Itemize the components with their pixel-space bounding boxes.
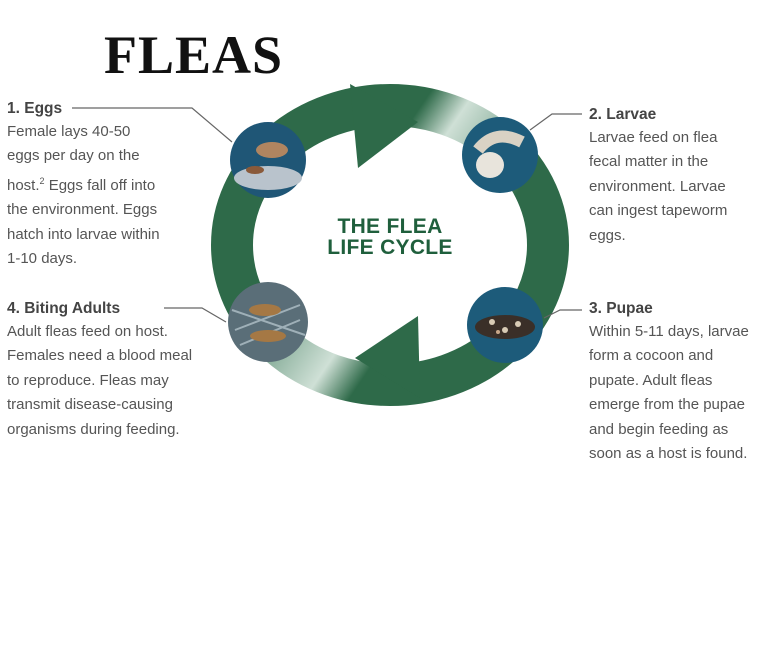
stage-heading: 1. Eggs [7, 100, 63, 117]
stage-larvae: 2. Larvae Larvae feed on flea fecal matt… [589, 104, 727, 248]
larvae-image [462, 117, 538, 193]
stage-text-line: soon as a host is found. [589, 445, 748, 463]
stage-text-line: organisms during feeding. [7, 420, 180, 438]
larvae-leader-line [529, 113, 582, 131]
stage-text-line: to reproduce. Fleas may [7, 371, 169, 389]
stage-biting-adults: 4. Biting Adults Adult fleas feed on hos… [7, 298, 192, 442]
center-title-line2: LIFE CYCLE [327, 236, 453, 259]
adults-leader-line [164, 307, 227, 323]
arrowhead-top [350, 84, 418, 168]
page-title: FLEAS [104, 25, 284, 85]
stage-text-line: Females need a blood meal [7, 347, 193, 365]
stage-heading: 4. Biting Adults [7, 300, 121, 317]
stage-text-line: Within 5-11 days, larvae [589, 323, 749, 340]
stage-text-line: emerge from the pupae [589, 396, 745, 414]
stage-text-line: pupate. Adult fleas [589, 371, 713, 389]
pupae-image [467, 287, 543, 363]
text-rest: Eggs fall off into [44, 176, 156, 194]
stage-text-line: Larvae feed on flea [589, 129, 718, 146]
stage-text-line: hatch into larvae within [7, 225, 160, 243]
stage-text-line: environment. Larvae [589, 177, 726, 195]
adults-image [228, 282, 308, 362]
stage-text-line: the environment. Eggs [7, 201, 158, 219]
text-host: host. [7, 176, 40, 194]
eggs-image [230, 122, 306, 198]
diagram-center-title: THE FLEA LIFE CYCLE [290, 216, 490, 258]
center-title-line1: THE FLEA [337, 215, 443, 238]
eggs-leader-line [72, 107, 233, 143]
stage-text-line: 1-10 days. [7, 250, 78, 268]
stage-text-line: fecal matter in the [589, 153, 709, 171]
stage-text-line: form a cocoon and [589, 347, 714, 365]
stage-heading: 3. Pupae [589, 300, 653, 317]
stage-text-line: eggs. [589, 226, 626, 244]
stage-pupae: 3. Pupae Within 5-11 days, larvae form a… [589, 298, 749, 466]
stage-text-line: Female lays 40-50 [7, 123, 131, 140]
stage-heading: 2. Larvae [589, 106, 657, 123]
stage-eggs: 1. Eggs Female lays 40-50 eggs per day o… [7, 98, 160, 271]
stage-text-line: transmit disease-causing [7, 396, 173, 414]
stage-text-line: host.2 Eggs fall off into [7, 169, 160, 198]
stage-text-line: Adult fleas feed on host. [7, 323, 168, 340]
footnote-ref: 2 [39, 175, 45, 186]
stage-text-line: can ingest tapeworm [589, 202, 728, 220]
stage-text-line: eggs per day on the [7, 147, 140, 165]
pupae-leader-line [543, 309, 582, 319]
arrowhead-bottom [355, 316, 420, 398]
stage-text-line: and begin feeding as [589, 420, 729, 438]
